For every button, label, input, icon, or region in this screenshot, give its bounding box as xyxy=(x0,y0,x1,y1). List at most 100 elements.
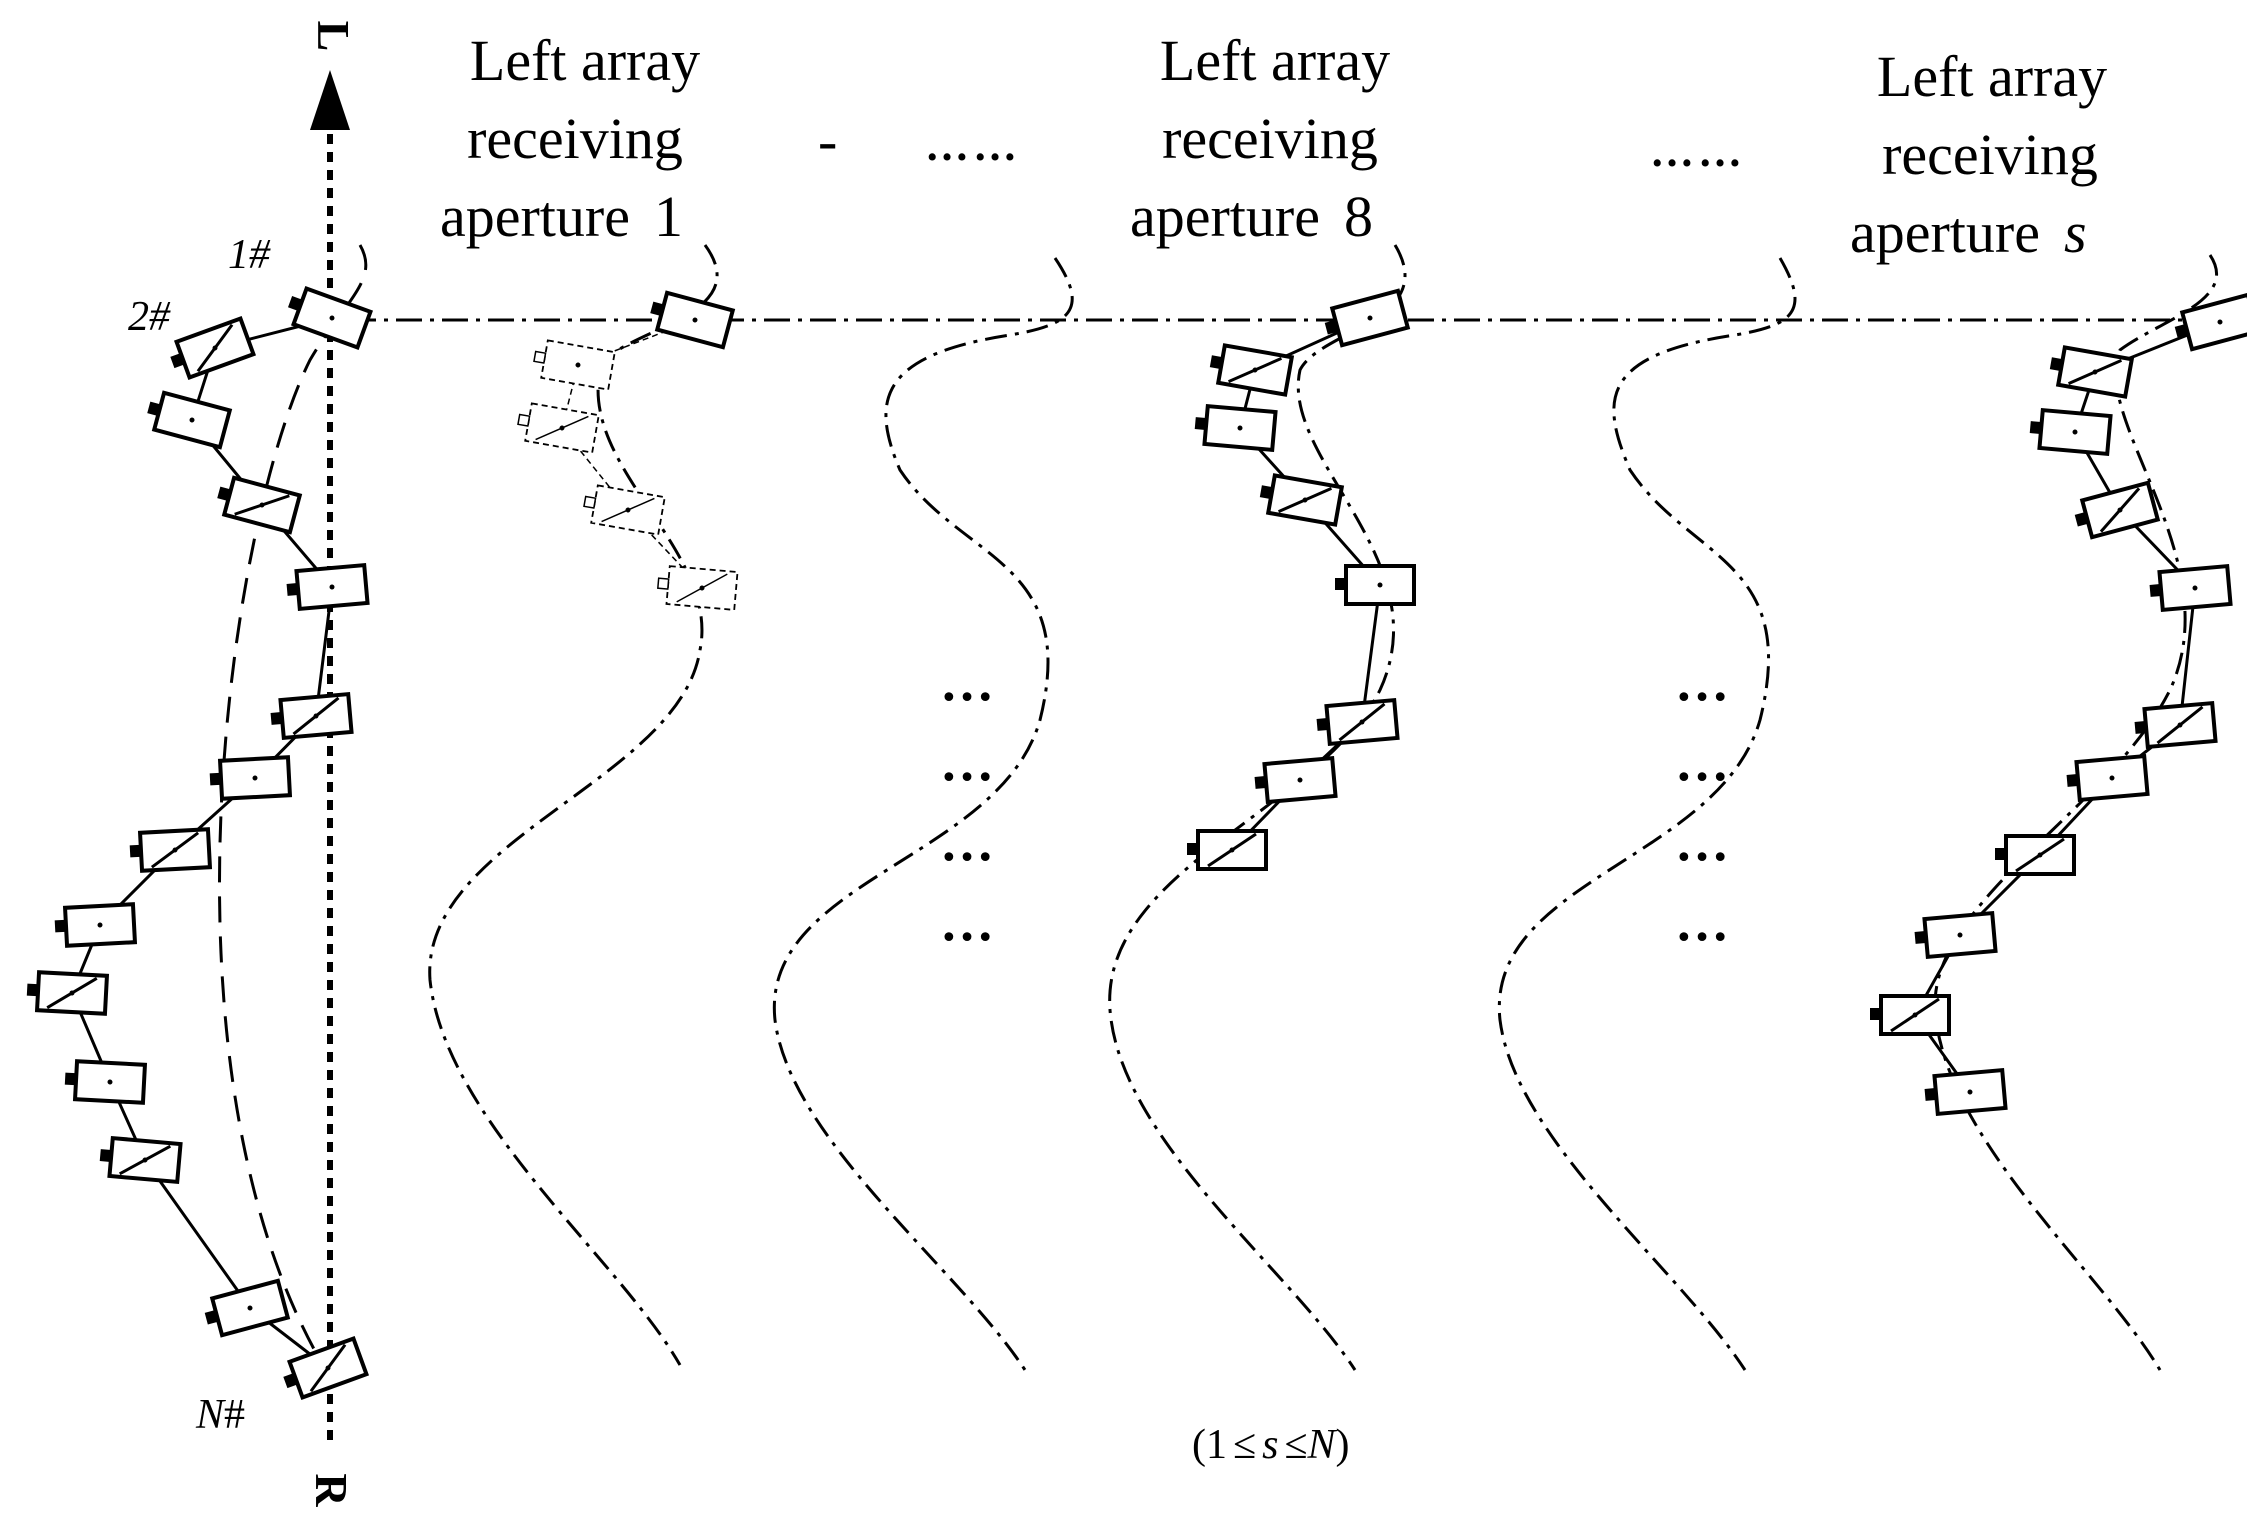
aperture-s-word: aperture xyxy=(1850,200,2040,265)
array-element-tab xyxy=(2174,323,2190,339)
aperture-8-line1: Left array xyxy=(1160,28,1390,93)
array-element-center xyxy=(247,1305,253,1311)
aperture-title-s: Left array receiving aperture s xyxy=(1850,44,2107,265)
array-element xyxy=(209,755,293,801)
array-element-center xyxy=(1377,582,1383,588)
array-element xyxy=(288,285,374,351)
array-left-elements xyxy=(26,285,374,1401)
element-label-n-prefix: N xyxy=(195,1392,226,1438)
aperture-1-index: 1 xyxy=(654,184,683,249)
array-element-tab xyxy=(288,296,304,312)
constraint-n: N xyxy=(1306,1422,1337,1468)
array-element-tab xyxy=(657,577,670,590)
gap-a-dot-1: … xyxy=(940,652,996,712)
array-element-tab xyxy=(170,352,186,369)
array-element-link xyxy=(535,415,589,441)
gap-b-dot-3: … xyxy=(1675,812,1731,872)
array-element xyxy=(1194,403,1278,453)
gap-a-dot-3: … xyxy=(940,812,996,872)
array-element-tab xyxy=(283,1372,299,1389)
array-element xyxy=(129,827,213,873)
array-element-tab xyxy=(147,401,162,417)
array-element xyxy=(2066,753,2150,803)
array-element xyxy=(54,902,138,948)
array-element-link xyxy=(1227,357,1283,383)
aperture-s-elements xyxy=(1870,292,2247,1117)
array-element-tab xyxy=(533,350,547,364)
array-element xyxy=(26,970,110,1016)
array-element-tab xyxy=(1335,578,1347,590)
array-element xyxy=(533,339,616,391)
element-label-n-suffix: # xyxy=(224,1392,245,1438)
constraint-label: (1≤s≤N) xyxy=(1192,1422,1350,1468)
array-element-tab xyxy=(204,1309,220,1325)
array-element xyxy=(657,565,739,611)
array-element-center xyxy=(2217,319,2223,325)
wave-curve-gap-b xyxy=(1497,257,1797,1371)
array-element xyxy=(1924,1067,2008,1117)
aperture-s-index: s xyxy=(2064,200,2087,265)
array-element-tab xyxy=(1914,930,1928,944)
array-element-center xyxy=(2192,585,2198,591)
wave-curve-aperture-1 xyxy=(428,244,719,1366)
array-element-link xyxy=(2067,359,2123,385)
array-element-link xyxy=(292,696,340,736)
aperture-1-word: aperture xyxy=(440,184,630,249)
array-element-center xyxy=(329,315,335,321)
array-element xyxy=(1209,343,1295,397)
array-element-tab xyxy=(270,711,284,725)
header-ellipsis-a: …… xyxy=(925,121,1021,170)
aperture-s-line2: receiving xyxy=(1882,122,2098,187)
element-label-2: 2# xyxy=(128,294,171,340)
array-element xyxy=(99,1135,183,1185)
array-element-link xyxy=(1207,832,1257,868)
array-element-tab xyxy=(1194,417,1208,431)
gap-a-dot-2: … xyxy=(940,732,996,792)
array-element-tab xyxy=(129,844,143,858)
array-element-tab xyxy=(517,413,531,427)
array-element-tab xyxy=(1254,775,1268,789)
array-element xyxy=(517,402,600,454)
axis-top-label: L xyxy=(308,21,359,52)
array-element-center xyxy=(2109,775,2115,781)
gap-b-dot-2: … xyxy=(1675,732,1731,792)
aperture-s-line1: Left array xyxy=(1877,44,2107,109)
array-element-tab xyxy=(1324,319,1340,335)
array-element xyxy=(2149,563,2233,613)
aperture-8-elements xyxy=(1187,288,1416,871)
array-element-center xyxy=(575,362,581,368)
array-element-tab xyxy=(650,301,665,317)
array-element xyxy=(2134,700,2218,750)
aperture-s-line3: aperture s xyxy=(1850,200,2087,265)
array-element-tab xyxy=(54,919,68,933)
array-element xyxy=(170,315,257,381)
array-element-tab xyxy=(2149,583,2163,597)
lr-axis-arrowhead xyxy=(310,70,350,130)
axis-bottom-label: R xyxy=(306,1473,357,1507)
aperture-1-line1: Left array xyxy=(470,28,700,93)
element-label-n: N# xyxy=(195,1392,245,1438)
array-element-tab xyxy=(209,772,223,786)
array-element-tab xyxy=(1924,1087,1938,1101)
array-element xyxy=(583,484,666,536)
array-element xyxy=(1259,473,1345,527)
array-element xyxy=(270,691,354,741)
array-element-center xyxy=(692,317,698,323)
array-element xyxy=(147,390,233,450)
array-element-center xyxy=(107,1079,113,1085)
array-element-tab xyxy=(2049,357,2064,372)
array-element-link xyxy=(1890,997,1940,1033)
array-element-tab xyxy=(2066,773,2080,787)
array-element xyxy=(64,1059,148,1105)
array-element-link xyxy=(196,323,234,373)
array-element xyxy=(217,475,303,535)
array-element xyxy=(1187,829,1268,871)
aperture-1-line2: receiving xyxy=(467,106,683,171)
array-element xyxy=(2029,407,2113,457)
array-element-center xyxy=(1967,1089,1973,1095)
array-element-tab xyxy=(1259,485,1274,500)
array-element-link xyxy=(1338,702,1386,742)
array-element xyxy=(1324,288,1411,348)
header-dash: - xyxy=(818,108,837,173)
